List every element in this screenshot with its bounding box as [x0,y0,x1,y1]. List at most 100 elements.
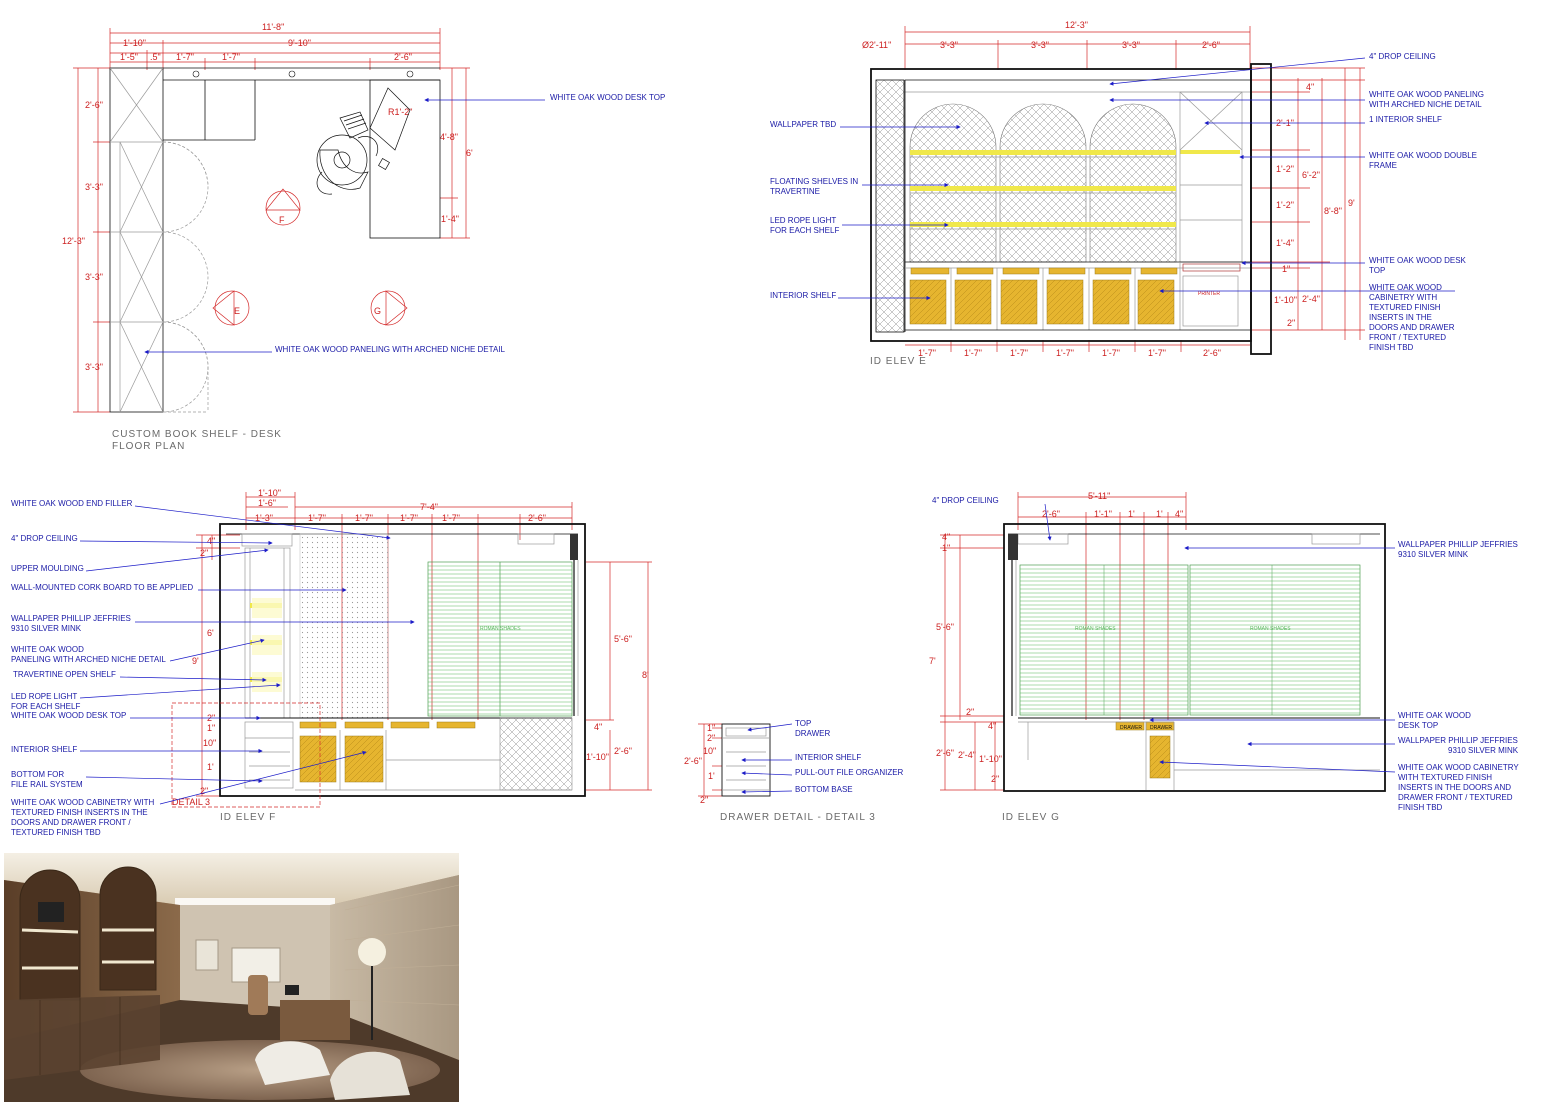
dd-dim-d5: 1' [708,771,715,781]
f-dim-8: 8' [642,670,649,680]
g-dim-4in: 4" [1175,509,1183,519]
dd-dim-d6: 2" [700,795,708,805]
fp-dim-left-depth: 1'-10" [123,38,146,48]
elevation-e: 12'-3" Ø2'-11" 3'-3" 3'-3" 3'-3" 2'-6" 1… [770,20,1484,367]
dd-dim-d3: 10" [703,746,716,756]
g-dim-l2in: 2" [966,707,974,717]
g-shades-label-2: ROMAN SHADES [1250,626,1291,632]
g-note-desk-2: DESK TOP [1398,721,1438,730]
g-note-cab-1: WHITE OAK WOOD CABINETRY [1398,763,1519,772]
f-note-bottom-2: FILE RAIL SYSTEM [11,780,83,789]
elev-tag-g: G [370,290,408,326]
g-note-drop: 4" DROP CEILING [932,496,999,505]
g-note-wallpaper-2: 9310 SILVER MINK [1398,550,1469,559]
f-dim-7-4: 7'-4" [420,502,438,512]
f-note-bottom-1: BOTTOM FOR [11,770,64,779]
g-note-cab-5: FINISH TBD [1398,803,1443,812]
e-note-cab-6: FRONT / TEXTURED [1369,333,1446,342]
f-dim-t3: 1'-7" [400,513,418,523]
f-roman-shades [427,561,573,717]
g-roman-shades [1019,564,1361,716]
f-note-rope-2: FOR EACH SHELF [11,702,80,711]
e-note-cab-7: FINISH TBD [1369,343,1414,352]
dd-note-interior: INTERIOR SHELF [795,753,861,762]
elevation-f: 1'-10" 1'-6" 1'-3" 7'-4" 1'-7" 1'-7" 1'-… [11,488,652,837]
f-note-wallpaper-1: WALLPAPER PHILLIP JEFFRIES [11,614,131,623]
e-note-paneling-1: WHITE OAK WOOD PANELING [1369,90,1484,99]
f-dim-9: 9' [192,656,199,666]
dd-note-top-1: TOP [795,719,811,728]
g-dim-2-6b: 2'-6" [936,748,954,758]
e-dim-6-2: 6'-2" [1302,170,1320,180]
drawer-detail: 1" 2" 10" 2'-6" 1' 2" TOP DRAWER INTERIO… [684,719,904,823]
g-dim-5-11: 5'-11" [1088,491,1110,501]
e-note-rope-1: LED ROPE LIGHT [770,216,836,225]
elev-tag-f-letter: F [279,215,285,225]
elev-tag-e-letter: E [234,306,240,316]
e-dim-top2: 3'-3" [1031,40,1049,50]
f-detail-label: DETAIL 3 [172,797,210,807]
f-dim-4in: 4" [207,536,215,546]
f-dim-t4: 1'-7" [442,513,460,523]
g-note-wallpaper-1: WALLPAPER PHILLIP JEFFRIES [1398,540,1518,549]
g-note-cab-2: WITH TEXTURED FINISH [1398,773,1492,782]
f-note-cab-3: DOORS AND DRAWER FRONT / [11,818,131,827]
f-dim-r2-6: 2'-6" [614,746,632,756]
fp-dim-d5: 2'-6" [394,52,412,62]
e-note-rope-2: FOR EACH SHELF [770,226,839,235]
f-dim-6: 6' [207,628,214,638]
elev-tag-f: F [265,188,301,226]
f-note-end-filler: WHITE OAK WOOD END FILLER [11,499,133,508]
e-dim-top3: 3'-3" [1122,40,1140,50]
e-dim-b7: 2'-6" [1203,348,1221,358]
f-shades-label: ROMAN SHADES [480,626,521,632]
fp-dim-d3: 1'-7" [176,52,194,62]
f-note-interior: INTERIOR SHELF [11,745,77,754]
elevation-g: 5'-11" 2'-6" 1'-1" 1' 1' 4" 4" 1" 5'-6" … [929,491,1519,823]
g-note-cab-4: DRAWER FRONT / TEXTURED [1398,793,1513,802]
dd-note-pullout: PULL-OUT FILE ORGANIZER [795,768,904,777]
g-title: ID ELEV G [1002,812,1060,823]
e-note-drop: 4" DROP CEILING [1369,52,1436,61]
f-dim-1: 1" [207,723,215,733]
e-dim-1-10: 1'-10" [1274,295,1297,305]
g-drawer-1: DRAWER [1120,725,1142,731]
f-dim-2b: 2" [200,786,208,796]
fp-dim-v1: 3'-3" [85,182,103,192]
e-note-frame-1: WHITE OAK WOOD DOUBLE [1369,151,1477,160]
e-dim-top4: 2'-6" [1202,40,1220,50]
f-note-paneling-1: WHITE OAK WOOD [11,645,84,654]
fp-dim-desk-height: 4'-8" [440,132,458,142]
f-dim-1-10: 1'-10" [258,488,281,498]
g-dim-l2b: 2" [991,774,999,784]
f-dim-t1: 1'-7" [308,513,326,523]
elev-tag-g-letter: G [374,306,381,316]
g-shades-label-1: ROMAN SHADES [1075,626,1116,632]
e-dim-1-4: 1'-4" [1276,238,1294,248]
fp-dim-d4: 1'-7" [222,52,240,62]
fp-dim-d1: 1'-5" [120,52,138,62]
fp-note-paneling: WHITE OAK WOOD PANELING WITH ARCHED NICH… [275,345,505,354]
f-dim-r4in: 4" [594,722,602,732]
e-note-floating-1: FLOATING SHELVES IN [770,177,858,186]
f-note-moulding: UPPER MOULDING [11,564,84,573]
g-note-cab-3: INSERTS IN THE DOORS AND [1398,783,1511,792]
e-dim-overall: 12'-3" [1065,20,1088,30]
e-title: ID ELEV E [870,356,927,367]
e-dim-2in: 2" [1287,318,1295,328]
e-note-wallpaper: WALLPAPER TBD [770,120,836,129]
g-dim-5-6: 5'-6" [936,622,954,632]
fp-dim-desk-lower: 1'-4" [441,214,459,224]
fp-title-1: CUSTOM BOOK SHELF - DESK [112,429,282,440]
fp-dim-v-top: 2'-6" [85,100,103,110]
f-dim-r1-10: 1'-10" [586,752,609,762]
e-dim-arch-dia: Ø2'-11" [862,40,891,50]
fp-dim-v2: 3'-3" [85,272,103,282]
g-dim-2-6: 2'-6" [1042,509,1060,519]
g-dim-l4b: 4" [988,721,996,731]
e-printer-label: PRINTER [1198,291,1220,297]
arched-niches [909,103,1177,263]
g-dim-2-4: 2'-4" [958,750,976,760]
fp-dim-desk-total: 6' [466,148,473,158]
fp-dim-overall-height: 12'-3" [62,236,85,246]
